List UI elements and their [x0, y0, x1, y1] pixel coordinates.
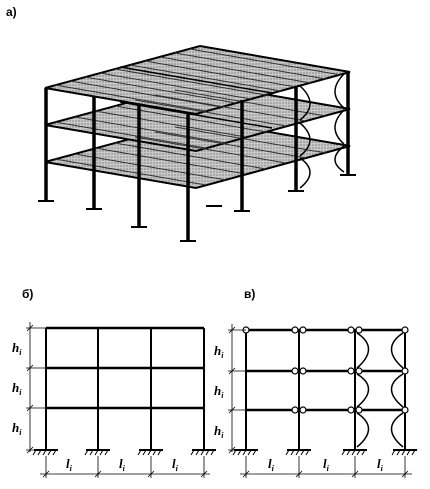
panel-c-braced-frame — [228, 324, 417, 478]
height-dimensions-c — [228, 324, 246, 454]
height-label-c-1: hi — [214, 343, 224, 360]
span-label-c-1: li — [268, 456, 275, 473]
span-dimensions-b — [40, 456, 210, 478]
slab-stripes — [54, 48, 342, 186]
span-label-b-2: li — [119, 456, 126, 473]
panel-b-rigid-frame — [26, 322, 216, 478]
height-label-b-3: hi — [12, 420, 22, 437]
panel-a-label: а) — [6, 5, 17, 19]
panel-b-label: б) — [22, 287, 33, 301]
panel-a-3d-frame — [38, 44, 356, 242]
bracing-c — [356, 332, 404, 448]
span-label-c-2: li — [323, 456, 330, 473]
panel-c-label: в) — [244, 287, 255, 301]
height-label-c-2: hi — [214, 383, 224, 400]
height-label-b-1: hi — [12, 340, 22, 357]
hinges — [242, 326, 409, 414]
span-label-b-1: li — [66, 456, 73, 473]
side-bracing — [299, 73, 345, 189]
height-label-c-3: hi — [214, 423, 224, 440]
columns-front — [44, 72, 350, 240]
span-label-c-3: li — [377, 456, 384, 473]
supports-b — [32, 449, 216, 456]
supports-c — [232, 449, 417, 456]
span-label-b-3: li — [172, 456, 179, 473]
panel-b-dim-labels: hi hi hi li li li — [12, 340, 179, 473]
height-dimensions-b — [26, 322, 46, 454]
panel-c-dim-labels: hi hi hi li li li — [214, 343, 384, 473]
span-dimensions-c — [240, 456, 412, 478]
height-label-b-2: hi — [12, 380, 22, 397]
supports-3d — [38, 174, 356, 242]
